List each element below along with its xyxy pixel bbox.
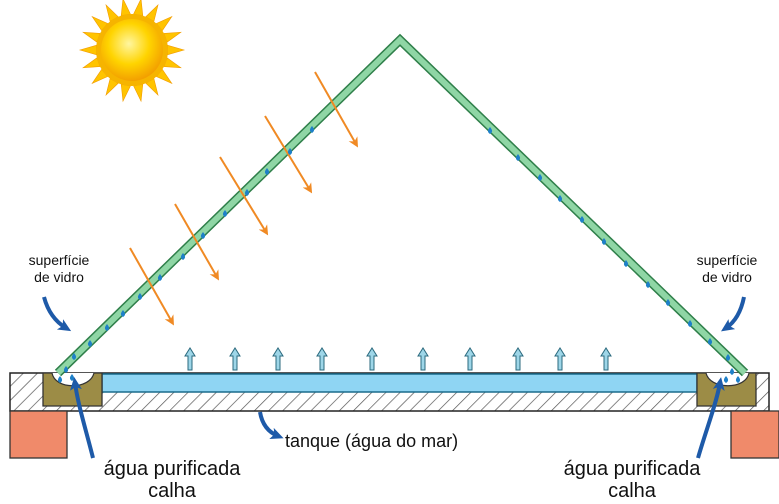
sun-ray-arrow-icon	[174, 203, 219, 281]
water-droplet-icon	[157, 274, 163, 281]
tank-water	[101, 373, 698, 393]
water-droplet-icon	[557, 195, 563, 202]
water-droplet-icon	[244, 189, 250, 196]
water-droplet-icon	[623, 260, 629, 267]
water-droplet-icon	[725, 354, 731, 361]
water-droplet-icon	[180, 253, 186, 260]
water-droplet-icon	[222, 210, 228, 217]
water-droplet-icon	[723, 376, 729, 383]
water-droplet-icon	[707, 338, 713, 345]
water-droplet-icon	[515, 154, 521, 161]
sun-ray-arrow-icon	[264, 115, 313, 194]
water-droplet-icon	[537, 174, 543, 181]
vapor-arrow-icon	[554, 347, 566, 371]
water-droplet-icon	[601, 238, 607, 245]
right-pillar	[730, 410, 779, 459]
pointer-arrow-icon	[258, 411, 284, 439]
water-droplet-icon	[264, 168, 270, 175]
vapor-arrow-icon	[272, 347, 284, 371]
sun-ray-arrow-icon	[219, 156, 269, 236]
water-droplet-icon	[645, 281, 651, 288]
vapor-arrow-icon	[417, 347, 429, 371]
water-droplet-icon	[63, 366, 69, 373]
vapor-arrow-icon	[464, 347, 476, 371]
water-droplet-icon	[120, 310, 126, 317]
water-droplet-icon	[309, 126, 315, 133]
vapor-arrow-icon	[229, 347, 241, 371]
water-droplet-icon	[487, 127, 493, 134]
water-droplet-icon	[579, 216, 585, 223]
vapor-arrow-icon	[512, 347, 524, 371]
vapor-arrow-icon	[184, 347, 196, 371]
water-droplet-icon	[137, 293, 143, 300]
glass-roof	[54, 33, 749, 377]
vapor-arrow-icon	[316, 347, 328, 371]
water-droplet-icon	[57, 376, 63, 383]
water-droplet-icon	[687, 320, 693, 327]
sun-ray-arrow-icon	[129, 247, 174, 326]
tank-label: tanque (água do mar)	[285, 431, 459, 451]
water-droplet-icon	[104, 324, 110, 331]
pointer-arrow-icon	[42, 296, 72, 332]
glass-label-right: superfície de vidro	[696, 252, 758, 285]
left-pillar	[9, 410, 68, 459]
sun-ray-arrow-icon	[314, 71, 358, 148]
water-droplet-icon	[71, 353, 77, 360]
vapor-arrow-icon	[600, 347, 612, 371]
pointer-arrow-icon	[721, 296, 746, 332]
water-droplet-icon	[729, 368, 735, 375]
glass-label-left: superfície de vidro	[28, 252, 90, 285]
water-droplet-icon	[665, 299, 671, 306]
right-water-label: água purificada calha	[563, 458, 701, 502]
pointer-arrow-icon	[696, 377, 725, 459]
vapor-arrow-icon	[366, 347, 378, 371]
water-droplet-icon	[87, 340, 93, 347]
water-droplet-icon	[287, 148, 293, 155]
left-water-label: água purificada calha	[103, 458, 241, 502]
pointer-arrow-icon	[70, 377, 95, 459]
water-droplet-icon	[200, 232, 206, 239]
water-droplet-icon	[735, 376, 741, 383]
sun-icon	[78, 0, 186, 103]
